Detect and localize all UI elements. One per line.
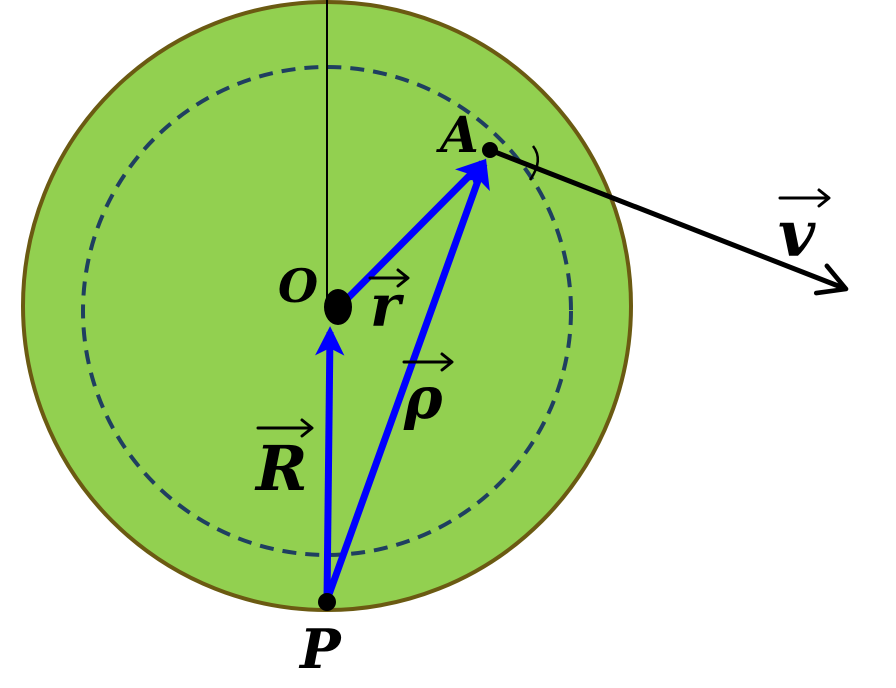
label-vector-r: r — [370, 272, 405, 340]
vector-r-arrow — [337, 158, 487, 309]
dashed-circle — [81, 65, 573, 557]
point-a-dot — [482, 142, 498, 158]
vector-R-label: R — [254, 418, 314, 505]
vector-r-overarrow — [368, 268, 410, 288]
center-point — [324, 289, 352, 325]
point-p-dot — [318, 593, 336, 611]
vector-rho-label: ρ — [402, 352, 454, 432]
label-vector-R: R — [254, 432, 308, 505]
label-center-O: O — [278, 259, 318, 313]
vector-R-arrow — [315, 326, 345, 601]
vector-rho-arrow — [323, 158, 490, 602]
label-point-P: P — [298, 617, 342, 681]
vector-R-overarrow — [256, 418, 314, 438]
label-vector-v: v — [778, 197, 816, 272]
label-point-A: A — [436, 105, 479, 164]
angle-arc — [528, 145, 539, 181]
vector-v-label: v — [778, 188, 831, 272]
vector-v-overarrow — [778, 188, 831, 208]
vector-r-label: r — [368, 268, 410, 340]
label-vector-rho: ρ — [403, 364, 443, 432]
velocity-vector-arrow — [489, 147, 849, 296]
vector-rho-overarrow — [402, 352, 454, 372]
